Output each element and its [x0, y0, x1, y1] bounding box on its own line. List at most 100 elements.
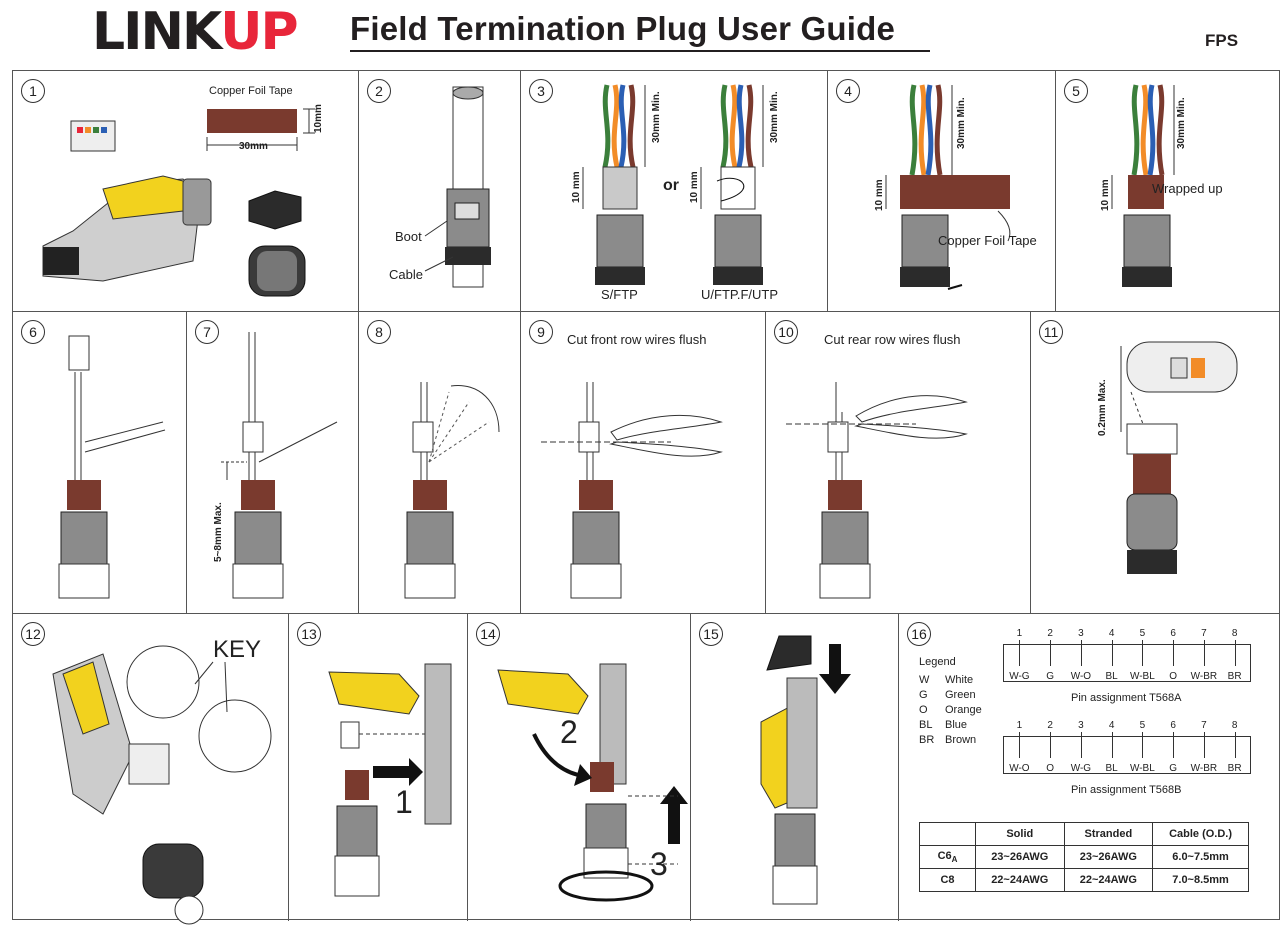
step-14-panel: 14 2 3	[468, 614, 691, 921]
legend-color-name: Green	[945, 689, 976, 701]
step-number: 2	[367, 79, 391, 103]
jacket-length-label: 10 mm	[689, 171, 700, 203]
cable-label: Cable	[389, 267, 423, 282]
legend-code: W	[919, 674, 930, 686]
legend-code: G	[919, 689, 928, 701]
pin-wire-color: BR	[1227, 671, 1242, 682]
legend-color-name: Brown	[945, 734, 977, 746]
wire-cap-part	[248, 190, 302, 230]
spec-category: C6A	[919, 845, 976, 869]
pin-tick	[1142, 640, 1144, 666]
title-underline	[350, 50, 930, 52]
cut-rear-illustration	[786, 382, 968, 599]
pin-tick	[1080, 732, 1082, 758]
instruction-grid: 1 Copper Foil Tape 30mm 10mm	[12, 70, 1280, 925]
pin-tick	[1080, 640, 1082, 666]
pin-tick	[1234, 732, 1236, 758]
step-caption: Cut front row wires flush	[567, 332, 707, 347]
spec-row: C6A 23~26AWG 23~26AWG 6.0~7.5mm	[919, 845, 1249, 869]
key-label: KEY	[213, 636, 262, 663]
step-order-3: 3	[650, 846, 668, 882]
step-number: 11	[1039, 320, 1063, 344]
step-15-panel: 15	[691, 614, 899, 921]
step-11-panel: 11 0.2mm Max.	[1031, 312, 1280, 614]
copper-tape-label: Copper Foil Tape	[938, 233, 1037, 248]
pin-number: 8	[1231, 628, 1238, 639]
pin-wire-color: W-BL	[1129, 671, 1155, 682]
step-3-panel: 3	[521, 71, 828, 312]
step-9-panel: 9 Cut front row wires flush	[521, 312, 766, 614]
pin-wire-color: W-G	[1009, 671, 1030, 682]
flush-check-illustration	[1120, 341, 1238, 574]
step-number: 10	[774, 320, 798, 344]
tape-wrapped-illustration	[1111, 84, 1175, 287]
insert-cap-illustration	[328, 663, 452, 897]
step-5-panel: 5 30mm Min. 10 mm Wrapped up	[1056, 71, 1280, 312]
jacket-length-label: 10 mm	[874, 179, 885, 211]
page-title: Field Termination Plug User Guide	[350, 10, 896, 47]
step-8-panel: 8	[359, 312, 521, 614]
tape-apply-illustration	[885, 84, 1011, 290]
spec-stranded: 22~24AWG	[1063, 868, 1154, 892]
cable-spec-table: Solid Stranded Cable (O.D.) C6A 23~26AWG…	[919, 822, 1249, 892]
t568b-caption: Pin assignment T568B	[1071, 784, 1182, 796]
step-1-panel: 1 Copper Foil Tape 30mm 10mm	[13, 71, 359, 312]
step-7-panel: 7 5~8mm Max.	[187, 312, 359, 614]
wire-cap-insert-illustration	[58, 335, 166, 599]
spec-solid: 22~24AWG	[975, 868, 1065, 892]
plug-parts-illustration	[42, 120, 306, 297]
load-bar-part	[70, 120, 116, 152]
pin-wire-color: BL	[1105, 671, 1118, 682]
pin-tick	[1050, 640, 1052, 666]
spec-stranded: 23~26AWG	[1063, 845, 1154, 869]
utp-cable	[700, 84, 764, 285]
pin-tick	[1234, 640, 1236, 666]
pin-number: 2	[1047, 720, 1053, 731]
min-length-label: 30mm Min.	[956, 97, 967, 149]
pin-tick	[1173, 732, 1175, 758]
utp-label: U/FTP.F/UTP	[701, 287, 779, 302]
step-number: 15	[699, 622, 723, 646]
pin-wire-color: BR	[1227, 763, 1242, 774]
key-align-illustration	[52, 645, 272, 925]
or-label: or	[663, 177, 679, 194]
pin-wire-color: W-G	[1070, 763, 1092, 774]
wrapped-label: Wrapped up	[1152, 181, 1223, 196]
pin-wire-color: G	[1169, 763, 1178, 774]
sftp-label: S/FTP	[601, 287, 638, 302]
plug-body-part	[42, 175, 212, 282]
pin-number: 8	[1231, 720, 1238, 731]
step-number: 12	[21, 622, 45, 646]
pin-number: 6	[1170, 720, 1176, 731]
legend-title: Legend	[919, 656, 956, 668]
min-length-label: 30mm Min.	[769, 91, 780, 143]
spec-header-solid: Solid	[975, 822, 1065, 846]
pin-number: 1	[1016, 628, 1023, 639]
step-12-panel: 12 KEY	[13, 614, 289, 925]
step-number: 8	[367, 320, 391, 344]
cap-seated-illustration	[221, 332, 338, 599]
pin-number: 4	[1108, 720, 1115, 731]
pin-wire-color: O	[1046, 763, 1055, 774]
legend-color-name: Blue	[945, 719, 968, 731]
jacket-length-label: 10 mm	[1100, 179, 1111, 211]
boot-label: Boot	[395, 229, 422, 244]
pin-wire-color: W-BL	[1129, 763, 1155, 774]
step-order-1: 1	[395, 784, 413, 820]
step-number: 3	[529, 79, 553, 103]
